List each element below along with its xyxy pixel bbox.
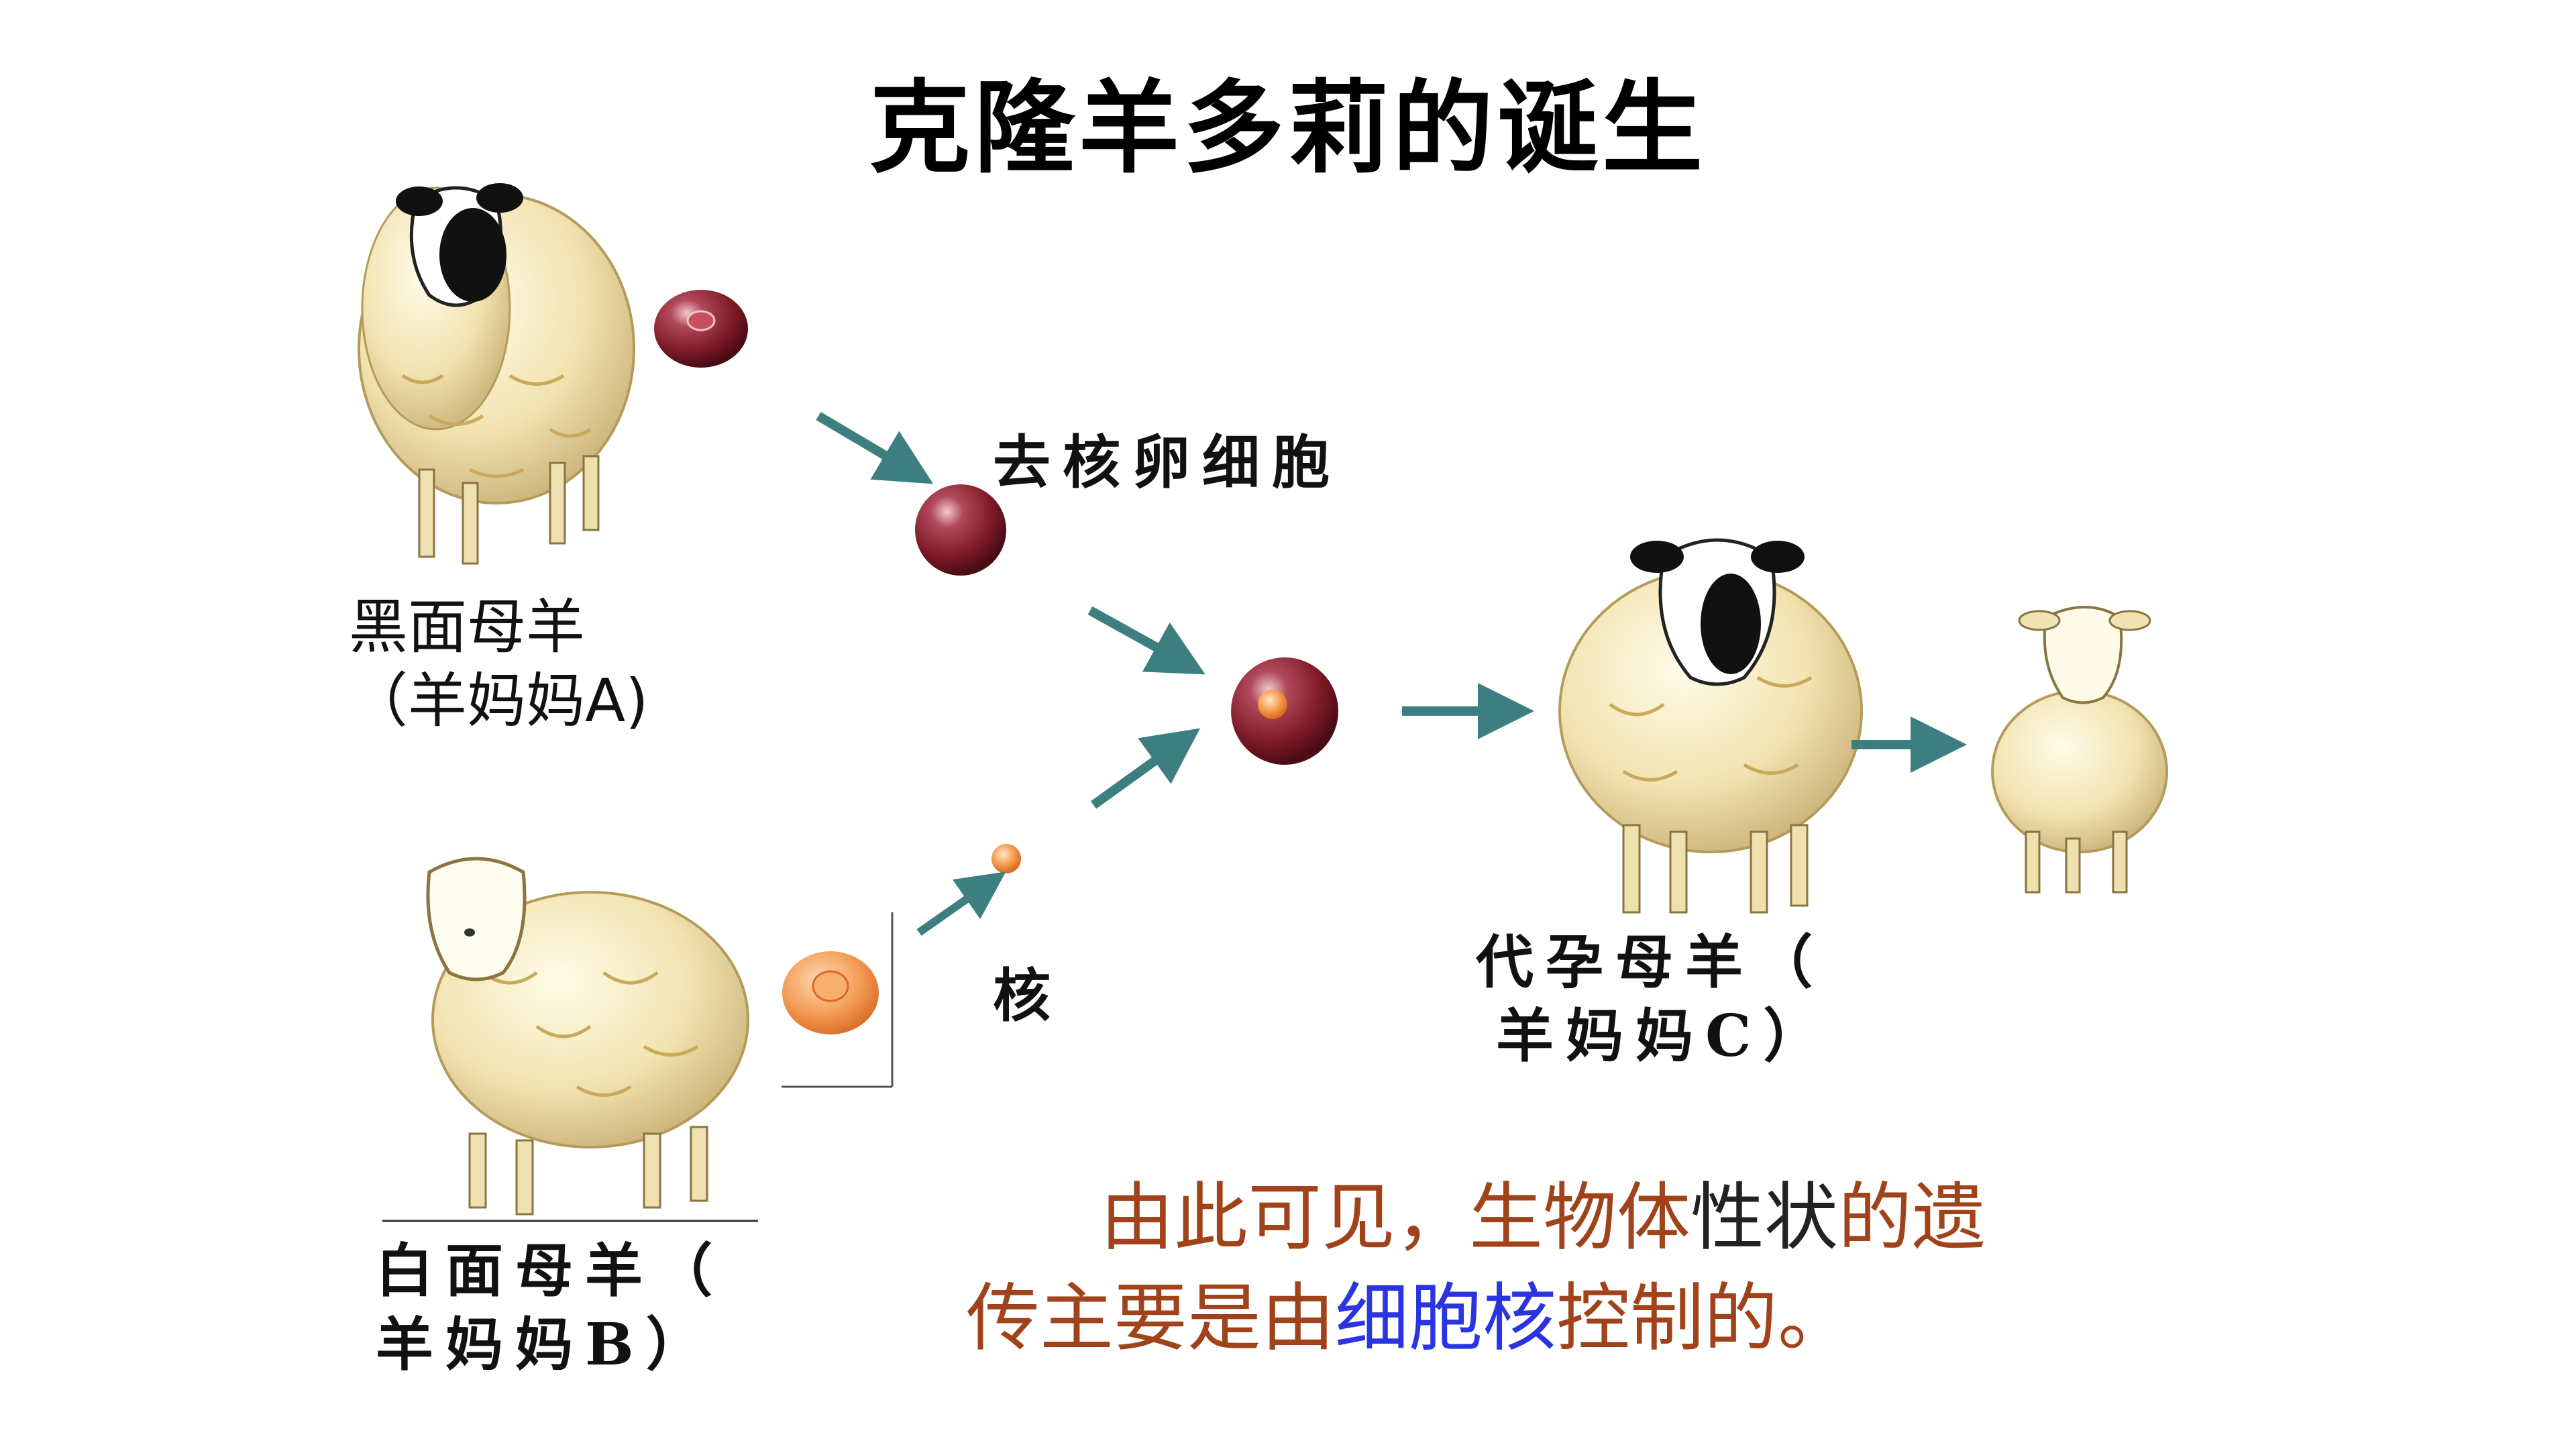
body-cell-b (782, 912, 894, 1088)
conclusion-text: 由此可见，生物体性状的遗 传主要是由细胞核控制的。 (966, 1167, 1986, 1368)
conclusion-line-1: 由此可见，生物体性状的遗 (966, 1167, 1986, 1268)
sheep-a-label: 黑面母羊 （羊妈妈A) (349, 590, 649, 738)
sheep-b-role: 羊妈妈B） (376, 1311, 716, 1379)
conclusion-part-6: 控制的。 (1556, 1275, 1851, 1361)
sheep-c-role: 羊妈妈C） (1496, 1002, 1833, 1070)
sheep-a-black-face (358, 183, 635, 565)
sheep-b-white-face (382, 857, 758, 1222)
page-title: 克隆羊多莉的诞生 (869, 70, 1707, 187)
arrow-nucleus-to-fusion (1090, 728, 1201, 809)
dolly-lamb (1991, 606, 2168, 894)
conclusion-part-4: 传主要是由 (966, 1275, 1335, 1361)
nucleus-label: 核 (993, 962, 1063, 1030)
conclusion-part-5: 细胞核 (1335, 1275, 1556, 1361)
sheep-a-role: （羊妈妈A) (349, 666, 649, 735)
sheep-c-surrogate (1558, 538, 1863, 914)
conclusion-part-1: 由此可见，生物体 (1100, 1175, 1690, 1260)
egg-cell-a (654, 290, 748, 368)
conclusion-line-2: 传主要是由细胞核控制的。 (966, 1268, 1986, 1368)
fused-cell (1231, 657, 1338, 765)
arrow-cellb-to-nucleus (916, 871, 1006, 936)
enucleated-egg-label: 去核卵细胞 (993, 429, 1342, 496)
conclusion-part-3: 的遗 (1838, 1175, 1986, 1260)
enucleated-egg-cell (915, 484, 1006, 576)
conclusion-part-2: 性状 (1690, 1175, 1838, 1260)
sheep-c-name: 代孕母羊（ (1476, 928, 1825, 996)
sheep-b-label: 白面母羊（ 羊妈妈B） (376, 1234, 724, 1382)
nucleus-small (991, 844, 1021, 873)
arrow-a-to-egg (816, 411, 934, 484)
sheep-b-name: 白面母羊（ (376, 1237, 724, 1305)
arrow-egg-to-fusion (1087, 606, 1205, 675)
sheep-c-label: 代孕母羊（ 羊妈妈C） (1476, 926, 1833, 1073)
sheep-a-name: 黑面母羊 (349, 592, 586, 661)
